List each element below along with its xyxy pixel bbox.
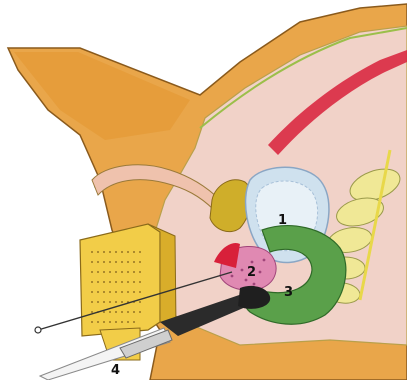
needle-hub: [35, 327, 41, 333]
label-2: 2: [247, 265, 256, 280]
label-4: 4: [111, 363, 120, 378]
label-3: 3: [284, 285, 293, 300]
label-1: 1: [278, 213, 287, 228]
